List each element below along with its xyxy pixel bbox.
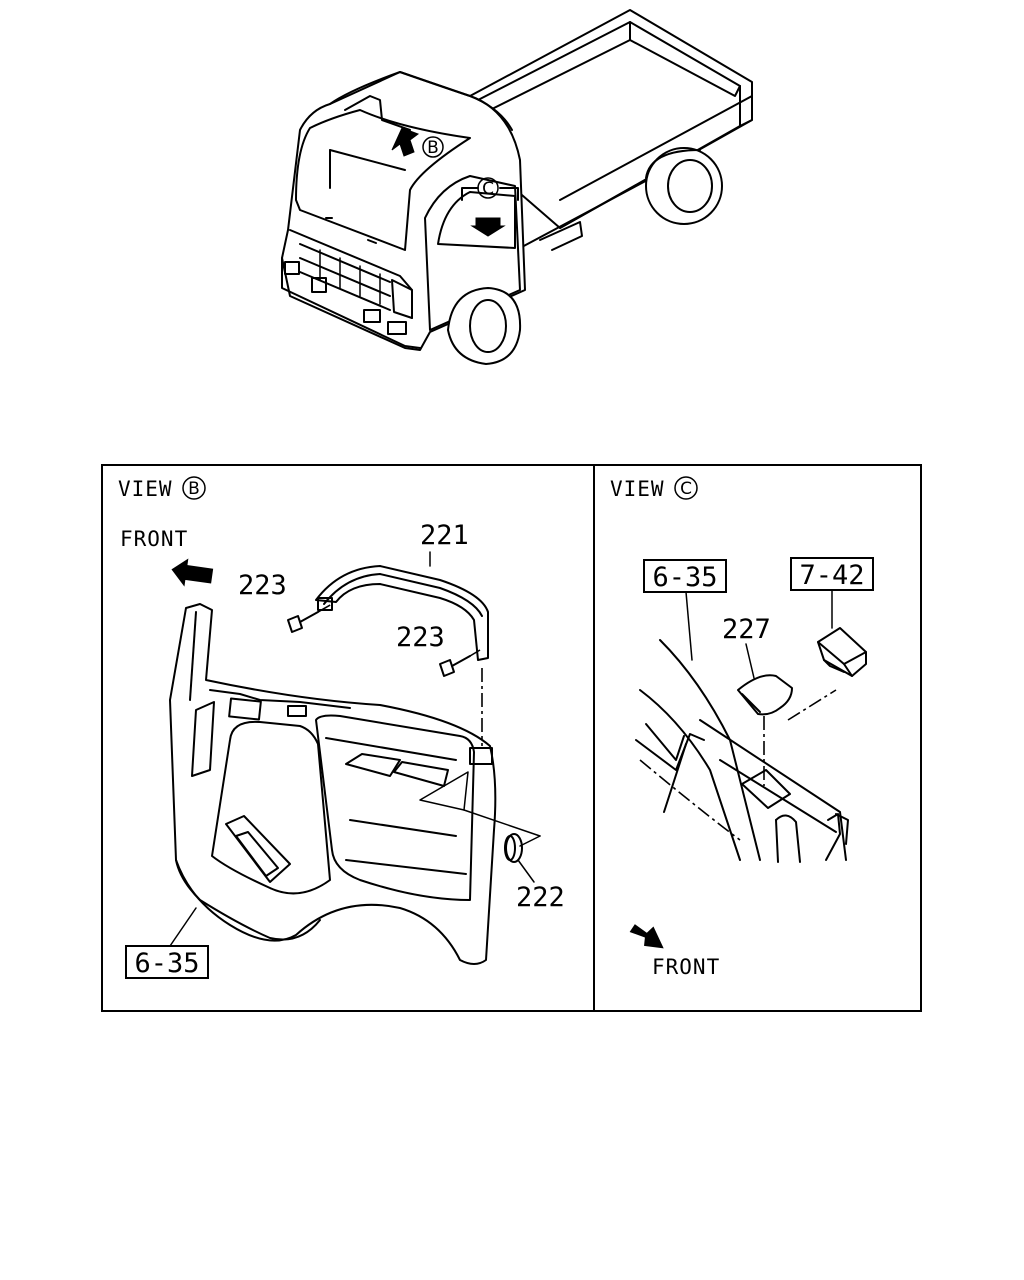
part-label-221: 221 — [420, 520, 469, 551]
connector — [817, 627, 867, 677]
view-c-title-letter: C — [680, 479, 692, 499]
view-b-front-label: FRONT — [120, 527, 188, 551]
door-trim — [635, 639, 849, 863]
views-frame — [101, 464, 922, 1012]
part-label-227: 227 — [722, 614, 771, 645]
reference-box-6-35-c — [643, 559, 727, 593]
reference-box-7-42 — [790, 557, 874, 591]
view-b-title-marker — [182, 476, 206, 500]
part-label-223-right: 223 — [396, 622, 445, 653]
reference-label-6-35-c: 6-35 — [652, 562, 717, 593]
reference-box-6-35 — [125, 945, 209, 979]
view-c-marker — [477, 177, 499, 199]
part-label-223-top: 223 — [238, 570, 287, 601]
instrument-panel — [169, 603, 497, 965]
leader-triangle — [419, 771, 469, 811]
truck-overview-illustration: B C — [281, 9, 753, 365]
view-c-title: VIEW — [610, 477, 665, 501]
leader-cap-tip — [519, 835, 541, 847]
bolt-right — [439, 649, 481, 677]
view-c-marker-letter: C — [482, 179, 494, 199]
view-b-marker — [422, 136, 444, 158]
truck-cab — [281, 71, 526, 351]
grab-handle — [315, 565, 489, 661]
view-b-title-letter: B — [188, 479, 200, 499]
view-c-panel: VIEW C 6-35 7-42 227 — [610, 476, 874, 979]
switch-cover — [737, 674, 793, 716]
front-wheel — [447, 287, 522, 365]
leader-6-35-c — [685, 591, 693, 661]
reference-label-6-35: 6-35 — [134, 948, 199, 979]
leader-222 — [517, 859, 535, 883]
view-c-front-label: FRONT — [652, 955, 720, 979]
view-b-panel: VIEW B FRONT — [118, 476, 565, 979]
bolt-top — [287, 603, 333, 633]
cap — [504, 833, 523, 863]
view-b-marker-letter: B — [427, 138, 439, 158]
leader-switch-to-connector — [787, 689, 837, 721]
leader-6-35 — [169, 907, 197, 947]
view-c-title-marker — [674, 476, 698, 500]
view-c-arrow: C — [461, 177, 519, 237]
rear-wheel — [645, 147, 723, 225]
leader-227 — [745, 643, 755, 679]
view-c-front-arrow-icon — [629, 924, 664, 949]
view-b-front-arrow-icon — [171, 558, 214, 587]
reference-label-7-42: 7-42 — [799, 560, 864, 591]
view-b-arrow: B — [391, 127, 444, 158]
leader-to-cap — [463, 809, 541, 837]
view-b-title: VIEW — [118, 477, 173, 501]
part-label-222: 222 — [516, 882, 565, 913]
